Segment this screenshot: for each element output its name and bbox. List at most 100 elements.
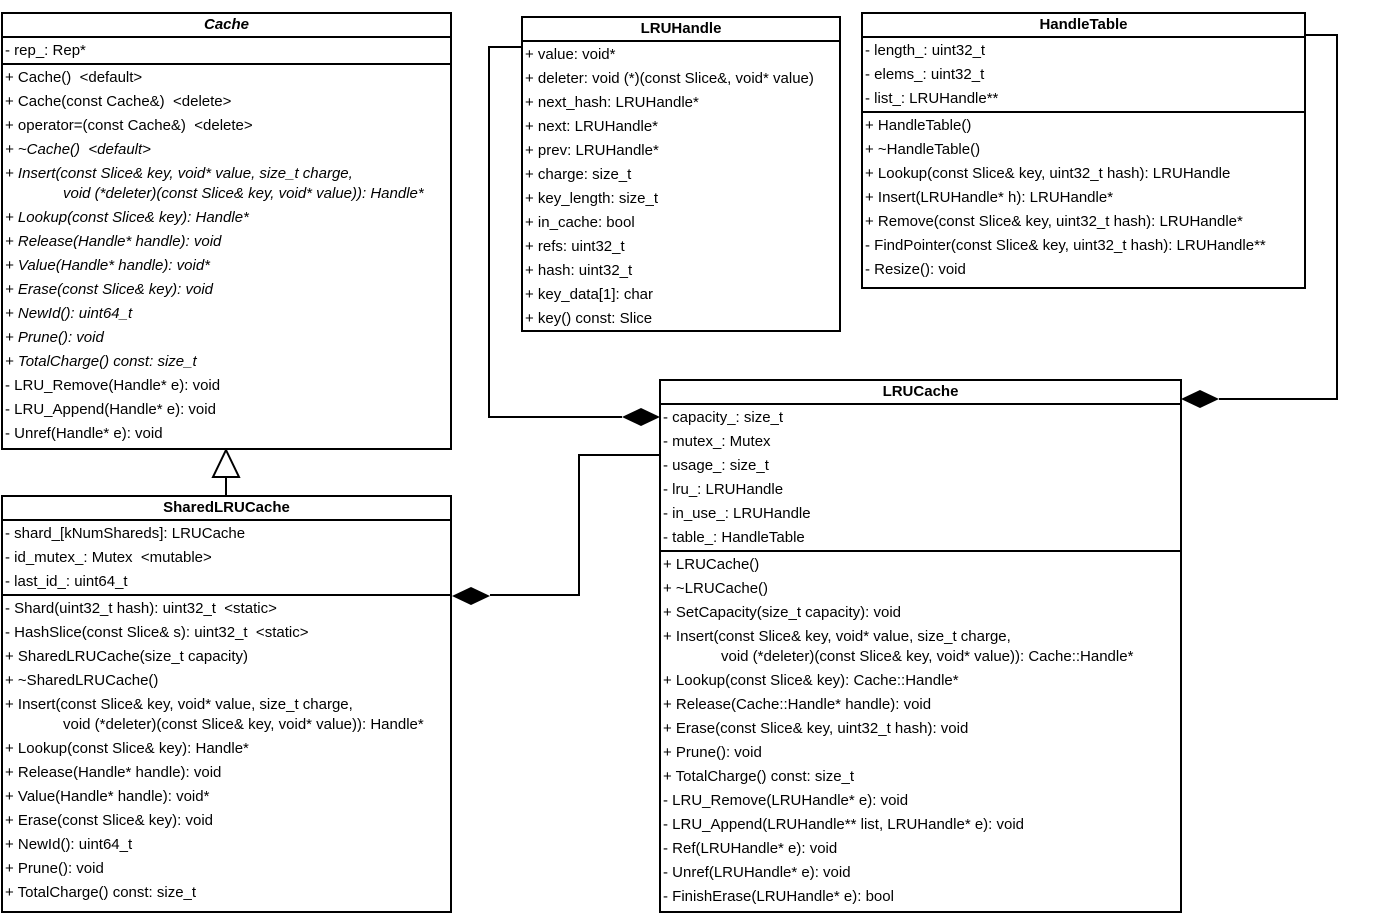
method-text-continuation: void (*deleter)(const Slice& key, void* … <box>63 716 424 733</box>
method-row: + ~HandleTable() <box>863 138 1304 162</box>
method-row: + Release(Handle* handle): void <box>3 761 450 785</box>
method-row: + Prune(): void <box>661 741 1180 765</box>
method-text: + NewId(): uint64_t <box>5 305 133 322</box>
method-text: - LRU_Remove(LRUHandle* e): void <box>663 792 909 809</box>
method-text: + HandleTable() <box>865 117 972 134</box>
attribute-row: - table_: HandleTable <box>663 529 805 546</box>
method-row: - LRU_Append(Handle* e): void <box>3 398 450 422</box>
class-lruhandle[interactable]: LRUHandle + value: void*+ deleter: void … <box>521 16 841 332</box>
method-row: + NewId(): uint64_t <box>3 833 450 857</box>
method-text: + LRUCache() <box>663 556 760 573</box>
attribute-row: + deleter: void (*)(const Slice&, void* … <box>525 70 814 87</box>
method-text: + Value(Handle* handle): void* <box>5 257 210 274</box>
attribute-row: - shard_[kNumShareds]: LRUCache <box>5 525 246 542</box>
method-row: + TotalCharge() const: size_t <box>661 765 1180 789</box>
class-lrucache[interactable]: LRUCache - capacity_: size_t- mutex_: Mu… <box>659 379 1182 913</box>
method-row: - HashSlice(const Slice& s): uint32_t <s… <box>3 621 450 645</box>
attribute-row: + key_data[1]: char <box>525 286 653 303</box>
method-text: + ~SharedLRUCache() <box>5 672 159 689</box>
method-row: + TotalCharge() const: size_t <box>3 350 450 374</box>
method-row: + Erase(const Slice& key, uint32_t hash)… <box>661 717 1180 741</box>
method-text: + ~LRUCache() <box>663 580 769 597</box>
composition-lrucache-sharedlrucache-line <box>490 454 660 596</box>
attribute-row: + charge: size_t <box>525 166 632 183</box>
methods-cache: + Cache() <default>+ Cache(const Cache&)… <box>3 63 450 446</box>
method-row: - FindPointer(const Slice& key, uint32_t… <box>863 234 1304 258</box>
method-text: + Lookup(const Slice& key): Cache::Handl… <box>663 672 959 689</box>
method-row: + Insert(const Slice& key, void* value, … <box>3 162 450 206</box>
method-text: - Shard(uint32_t hash): uint32_t <static… <box>5 600 277 617</box>
method-text: + operator=(const Cache&) <delete> <box>5 117 253 134</box>
attribute-row: + in_cache: bool <box>525 214 635 231</box>
method-row: + Lookup(const Slice& key): Handle* <box>3 737 450 761</box>
method-row: + ~SharedLRUCache() <box>3 669 450 693</box>
method-text: + Insert(LRUHandle* h): LRUHandle* <box>865 189 1114 206</box>
method-row: + SharedLRUCache(size_t capacity) <box>3 645 450 669</box>
method-text: + Prune(): void <box>5 860 104 877</box>
method-text: + TotalCharge() const: size_t <box>663 768 855 785</box>
method-row: + Value(Handle* handle): void* <box>3 785 450 809</box>
class-cache[interactable]: Cache - rep_: Rep* + Cache() <default>+ … <box>1 12 452 450</box>
method-text: + Release(Cache::Handle* handle): void <box>663 696 932 713</box>
method-row: - Unref(LRUHandle* e): void <box>661 861 1180 885</box>
methods-sharedlrucache: - Shard(uint32_t hash): uint32_t <static… <box>3 594 450 905</box>
attribute-row: + prev: LRUHandle* <box>525 142 659 159</box>
attribute-row: + key() const: Slice <box>525 310 653 327</box>
composition-diamond-handletable <box>1181 390 1219 408</box>
method-text: - Unref(Handle* e): void <box>5 425 163 442</box>
attribute-row: + refs: uint32_t <box>525 238 625 255</box>
method-text: + Erase(const Slice& key, uint32_t hash)… <box>663 720 969 737</box>
attribute-row: - length_: uint32_t <box>865 42 986 59</box>
method-row: + Cache(const Cache&) <delete> <box>3 90 450 114</box>
attribute-row: - lru_: LRUHandle <box>663 481 784 498</box>
attributes-lruhandle: + value: void*+ deleter: void (*)(const … <box>523 42 839 331</box>
attribute-row: - capacity_: size_t <box>663 409 784 426</box>
method-row: + Prune(): void <box>3 326 450 350</box>
method-row: + LRUCache() <box>661 553 1180 577</box>
attribute-row: - rep_: Rep* <box>5 42 86 59</box>
class-handletable[interactable]: HandleTable - length_: uint32_t- elems_:… <box>861 12 1306 289</box>
method-text: + TotalCharge() const: size_t <box>5 884 197 901</box>
method-text: + Lookup(const Slice& key): Handle* <box>5 740 249 757</box>
method-text: + Release(Handle* handle): void <box>5 764 222 781</box>
class-sharedlrucache[interactable]: SharedLRUCache - shard_[kNumShareds]: LR… <box>1 495 452 913</box>
method-row: - Ref(LRUHandle* e): void <box>661 837 1180 861</box>
method-row: + Release(Handle* handle): void <box>3 230 450 254</box>
method-text: - Unref(LRUHandle* e): void <box>663 864 851 881</box>
attributes-sharedlrucache: - shard_[kNumShareds]: LRUCache- id_mute… <box>3 521 450 594</box>
method-row: + HandleTable() <box>863 114 1304 138</box>
class-title-handletable: HandleTable <box>863 14 1304 38</box>
method-text: + Release(Handle* handle): void <box>5 233 222 250</box>
method-row: + Prune(): void <box>3 857 450 881</box>
method-text: + Value(Handle* handle): void* <box>5 788 210 805</box>
method-row: - Shard(uint32_t hash): uint32_t <static… <box>3 597 450 621</box>
method-text: + TotalCharge() const: size_t <box>5 353 197 370</box>
attribute-row: + key_length: size_t <box>525 190 659 207</box>
method-text: + Insert(const Slice& key, void* value, … <box>663 628 1011 645</box>
method-row: + Cache() <default> <box>3 66 450 90</box>
method-text: + Insert(const Slice& key, void* value, … <box>5 696 353 713</box>
method-text: + Lookup(const Slice& key, uint32_t hash… <box>865 165 1231 182</box>
method-text-continuation: void (*deleter)(const Slice& key, void* … <box>63 185 424 202</box>
method-text: + Erase(const Slice& key): void <box>5 812 214 829</box>
method-row: - Unref(Handle* e): void <box>3 422 450 446</box>
method-row: + Lookup(const Slice& key): Cache::Handl… <box>661 669 1180 693</box>
attribute-row: + next: LRUHandle* <box>525 118 658 135</box>
method-row: + Release(Cache::Handle* handle): void <box>661 693 1180 717</box>
method-text: - LRU_Append(LRUHandle** list, LRUHandle… <box>663 816 1025 833</box>
method-row: + NewId(): uint64_t <box>3 302 450 326</box>
class-title-lrucache: LRUCache <box>661 381 1180 405</box>
method-row: - LRU_Append(LRUHandle** list, LRUHandle… <box>661 813 1180 837</box>
class-title-lruhandle: LRUHandle <box>523 18 839 42</box>
composition-lruhandle-lrucache-line <box>488 46 622 418</box>
method-text: - Resize(): void <box>865 261 966 278</box>
methods-handletable: + HandleTable() + ~HandleTable() + Lookup(… <box>863 111 1304 282</box>
method-text: + Insert(const Slice& key, void* value, … <box>5 165 353 182</box>
method-text: + SetCapacity(size_t capacity): void <box>663 604 902 621</box>
method-row: + Insert(const Slice& key, void* value, … <box>3 693 450 737</box>
methods-lrucache: + LRUCache() + ~LRUCache() + SetCapacity(s… <box>661 550 1180 909</box>
composition-diamond-lrucache <box>452 587 490 605</box>
method-text: + Remove(const Slice& key, uint32_t hash… <box>865 213 1243 230</box>
attributes-handletable: - length_: uint32_t- elems_: uint32_t- l… <box>863 38 1304 111</box>
